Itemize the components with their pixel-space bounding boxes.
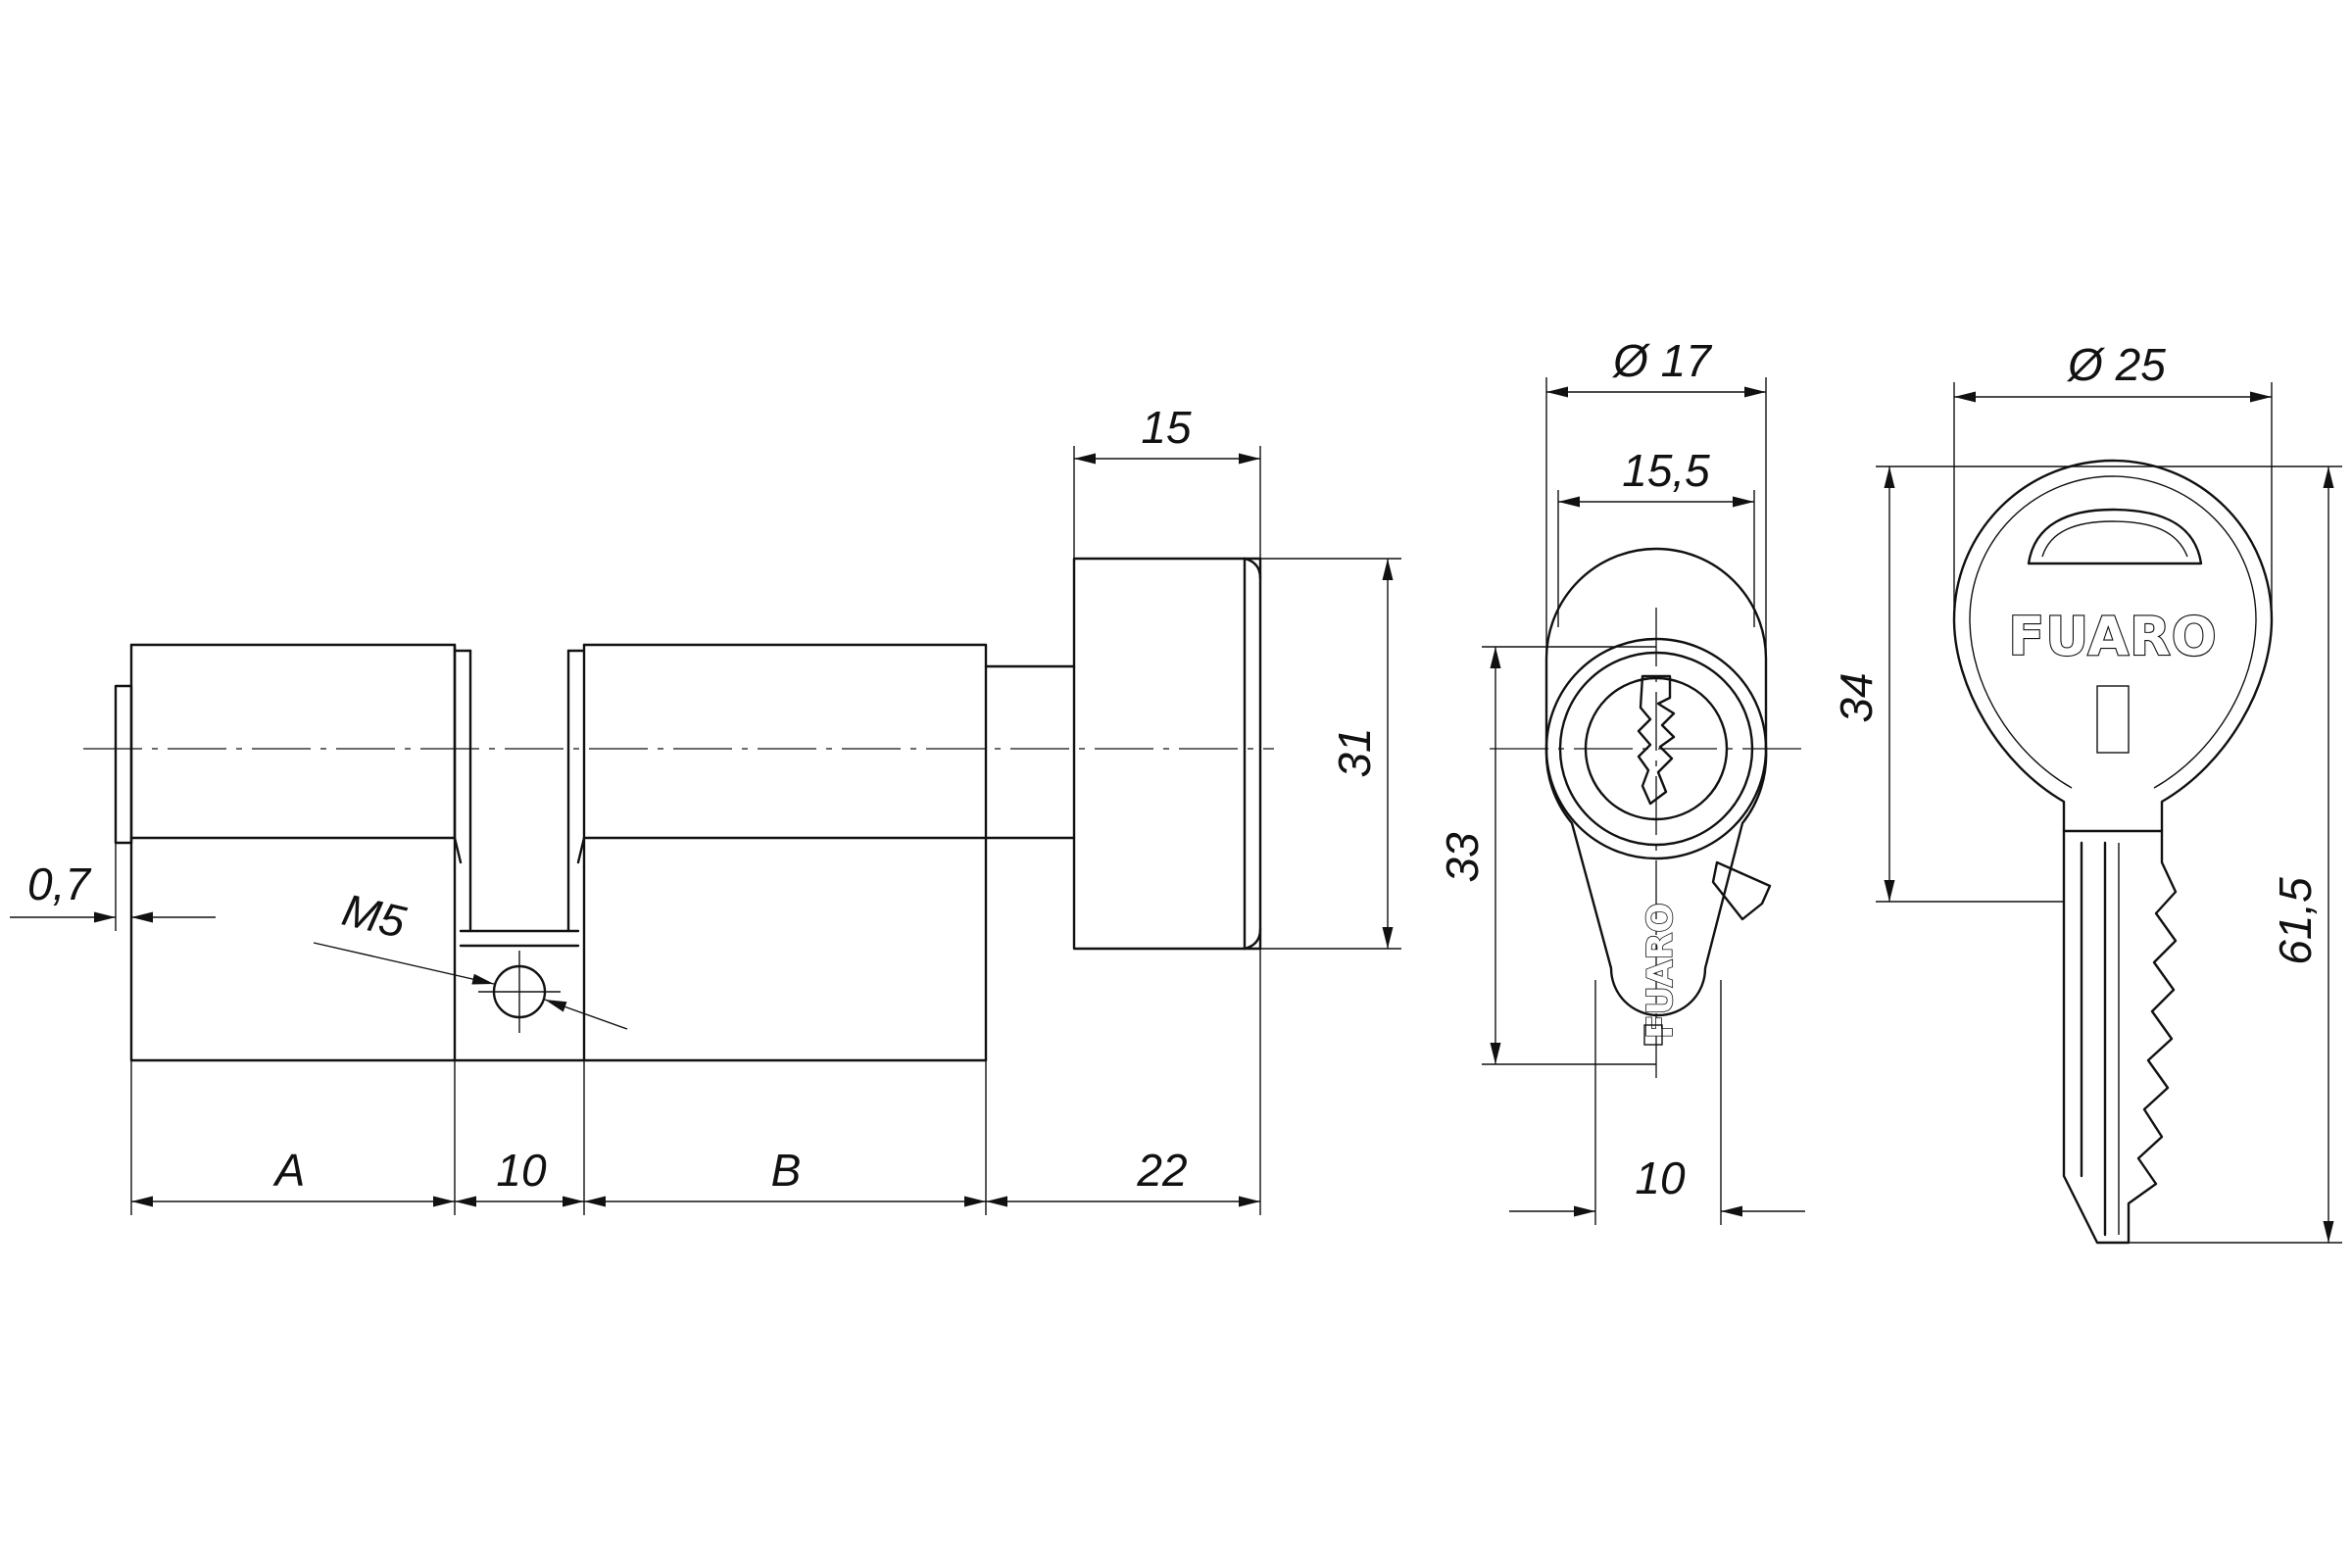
key-head [1952, 459, 2274, 833]
front-plug-inner [1584, 676, 1729, 821]
dim-front-inner-width-label: 15,5 [1622, 445, 1710, 496]
front-view: FUARO Ø 17 15,5 33 10 [1437, 335, 1805, 1225]
dim-knob-width-label: 15 [1141, 402, 1192, 453]
dim-cam-width-label: 10 [1635, 1152, 1686, 1203]
knob-width-dimension: 15 [1073, 402, 1261, 559]
dim-a-label: A [272, 1145, 306, 1196]
dim-key-diameter-label: Ø 25 [2066, 339, 2166, 390]
screw-hole [478, 951, 561, 1033]
side-view: A 10 B 22 15 31 0,7 [10, 402, 1401, 1215]
dim-knob-height-label: 31 [1329, 727, 1380, 777]
dim-key-head-height-label: 34 [1831, 672, 1882, 722]
key-diameter-dimension: Ø 25 [1953, 339, 2273, 608]
cylinder-logo: FUARO [1641, 903, 1681, 1039]
key-head-inner [1969, 475, 2257, 789]
front-height-dimension: 33 [1437, 646, 1656, 1065]
dim-screw-label: M5 [338, 884, 411, 948]
key-ring-hole [2027, 508, 2203, 565]
key-logo-mark [2096, 685, 2130, 754]
front-plug-mid [1558, 651, 1754, 847]
dim-front-height-label: 33 [1437, 832, 1488, 883]
front-profile-outline [1544, 547, 1768, 1017]
front-plug-outer [1544, 637, 1768, 860]
dim-b-label: B [771, 1145, 802, 1196]
offset-dimension: 0,7 [10, 843, 216, 931]
cylinder-logo-mark [1643, 1024, 1663, 1046]
knob-height-dimension: 31 [1260, 558, 1401, 950]
key-head-height-dimension: 34 [1831, 466, 2113, 903]
bottom-dimension-chain: A 10 B 22 [130, 949, 1261, 1215]
dim-center-gap-label: 10 [496, 1145, 547, 1196]
front-inner-width-dimension: 15,5 [1557, 445, 1755, 627]
dim-key-length-label: 61,5 [2270, 877, 2321, 965]
dim-offset-label: 0,7 [27, 858, 91, 909]
cam-lever [1711, 860, 1772, 921]
left-body-half [114, 643, 988, 1062]
knob-shaft [984, 664, 1076, 840]
cam-width-dimension: 10 [1509, 980, 1805, 1225]
front-diameter-dimension: Ø 17 [1545, 335, 1767, 659]
right-body-half [582, 643, 988, 1062]
cam-slot [453, 643, 586, 1062]
keyway [1637, 674, 1676, 806]
key-length-dimension: 61,5 [2113, 466, 2342, 1244]
key-ring-hole-inner [2041, 520, 2188, 558]
dim-front-diameter-label: Ø 17 [1611, 335, 1712, 386]
key-logo: FUARO [2008, 606, 2217, 667]
dim-knob-offset-label: 22 [1136, 1145, 1187, 1196]
key-blade [2062, 829, 2178, 1245]
thumb-turn-knob [1072, 557, 1262, 951]
key-view: FUARO Ø 25 34 61,5 [1831, 339, 2342, 1245]
